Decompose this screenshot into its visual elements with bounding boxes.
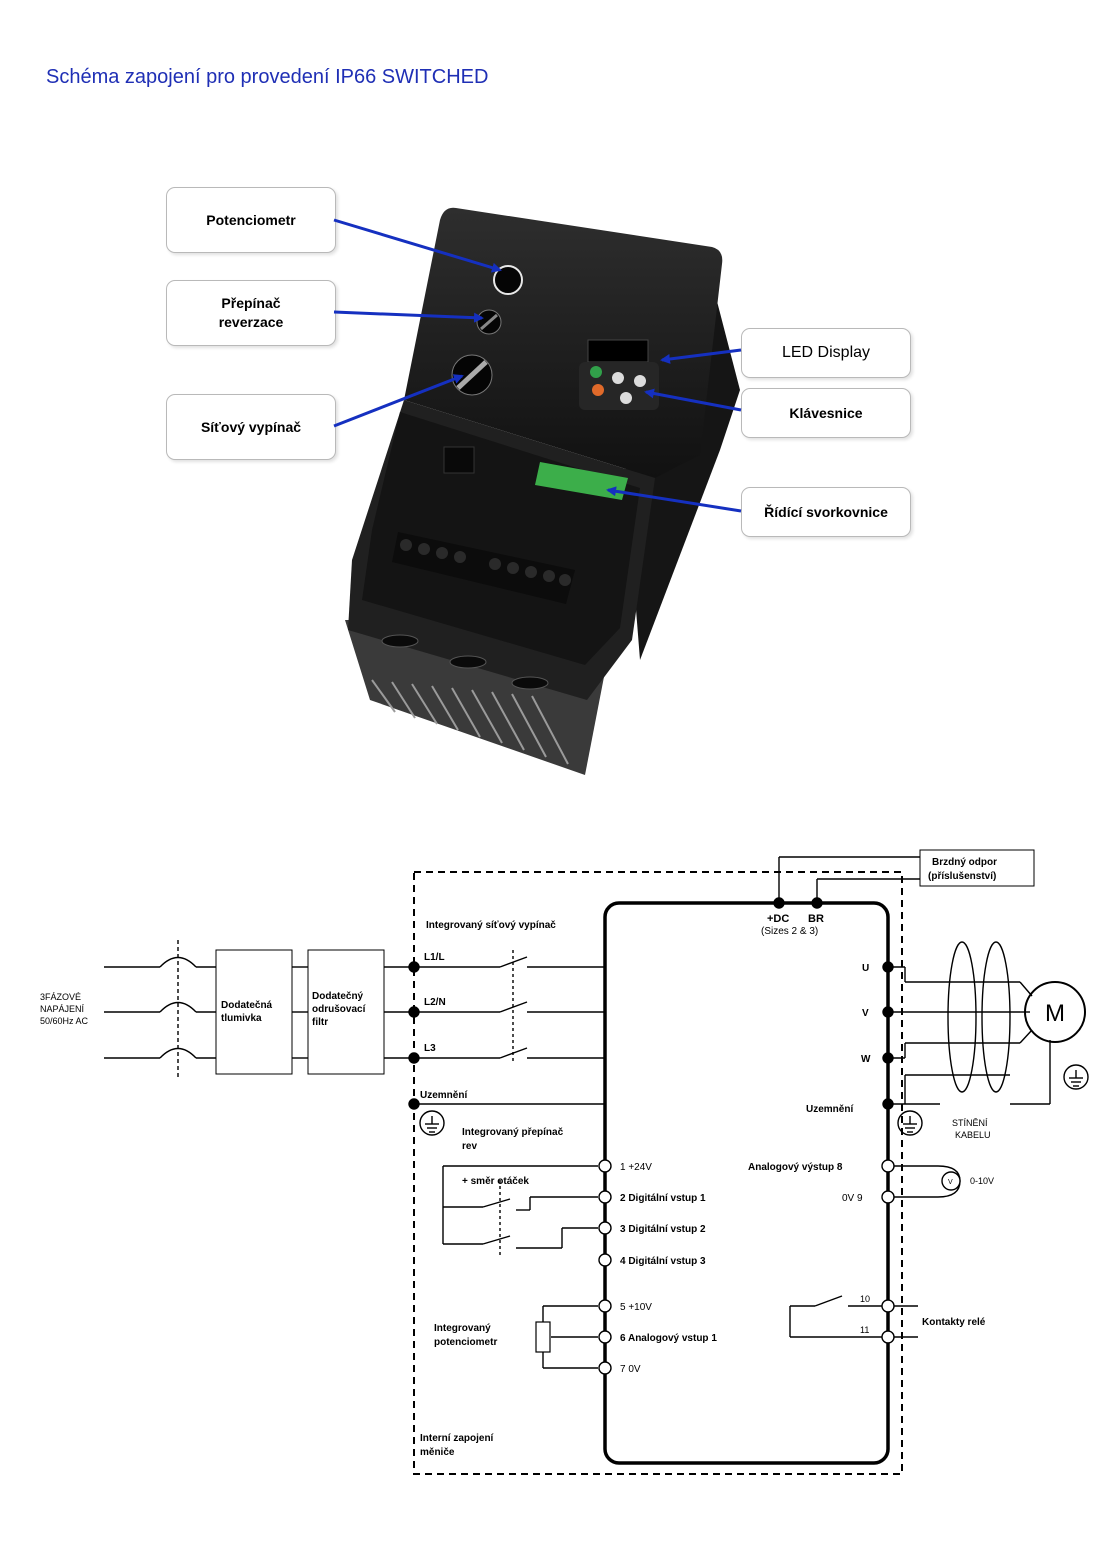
label-supply-1: 3FÁZOVÉ xyxy=(40,992,81,1002)
label-range: 0-10V xyxy=(970,1176,994,1186)
label-choke-1: Dodatečná xyxy=(221,1000,273,1011)
label-integrated-rev-2: rev xyxy=(462,1141,477,1152)
label-br: BR xyxy=(808,913,824,925)
label-supply-2: NAPÁJENÍ xyxy=(40,1004,85,1014)
label-v: V xyxy=(862,1008,869,1019)
power-terminals xyxy=(392,532,575,604)
label-t4: 4 Digitální vstup 3 xyxy=(620,1256,706,1267)
label-w: W xyxy=(861,1054,871,1065)
label-earth-left: Uzemnění xyxy=(420,1090,468,1101)
label-internal-1: Interní zapojení xyxy=(420,1433,495,1444)
label-brake-2: (příslušenství) xyxy=(928,871,996,882)
label-ov9: 0V 9 xyxy=(842,1193,863,1204)
callout-klavesnice: Klávesnice xyxy=(741,388,911,438)
label-shield-2: KABELU xyxy=(955,1130,991,1140)
motor-symbol xyxy=(1024,981,1086,1043)
label-t1: 1 +24V xyxy=(620,1162,652,1173)
label-analog-out: Analogový výstup 8 xyxy=(748,1162,843,1173)
label-l2: L2/N xyxy=(424,997,446,1008)
label-l1: L1/L xyxy=(424,952,445,963)
label-supply-3: 50/60Hz AC xyxy=(40,1016,89,1026)
label-dc-plus: +DC xyxy=(767,913,789,925)
label-integrated-pot-1: Integrovaný xyxy=(434,1323,491,1334)
label-brake-1: Brzdný odpor xyxy=(932,857,997,868)
potentiometer-knob xyxy=(493,265,523,295)
brake-resistor-box xyxy=(919,849,1035,887)
keypad xyxy=(579,362,659,410)
label-earth-right: Uzemnění xyxy=(806,1104,854,1115)
label-t6: 6 Analogový vstup 1 xyxy=(620,1333,717,1344)
internal-wiring-boundary xyxy=(413,871,903,1475)
schematic-labels: 3FÁZOVÉ NAPÁJENÍ 50/60Hz AC Dodatečná tl… xyxy=(40,857,1065,1458)
label-relay: Kontakty relé xyxy=(922,1317,986,1328)
label-t2: 2 Digitální vstup 1 xyxy=(620,1193,706,1204)
drive-body xyxy=(603,901,890,1465)
choke-box xyxy=(215,949,293,1075)
label-filter-1: Dodatečný xyxy=(312,991,364,1002)
label-l3: L3 xyxy=(424,1043,436,1054)
label-choke-2: tlumivka xyxy=(221,1013,262,1024)
label-t11: 11 xyxy=(860,1325,869,1335)
callout-led-display: LED Display xyxy=(741,328,911,378)
label-t3: 3 Digitální vstup 2 xyxy=(620,1224,706,1235)
label-filter-3: filtr xyxy=(312,1017,328,1028)
callout-arrows xyxy=(333,218,742,513)
label-integrated-switch: Integrovaný síťový vypínač xyxy=(426,920,556,931)
label-direction: + směr otáček xyxy=(462,1176,529,1187)
led-display-window xyxy=(587,339,649,363)
label-shield-1: STÍNĚNÍ xyxy=(952,1118,988,1128)
page-title: Schéma zapojení pro provedení IP66 SWITC… xyxy=(46,66,489,88)
label-integrated-rev-1: Integrovaný přepínač xyxy=(462,1127,564,1138)
wiring-schematic xyxy=(104,849,1089,1475)
inverter-illustration xyxy=(345,207,740,775)
label-t5: 5 +10V xyxy=(620,1302,652,1313)
callout-sitovy-vypinac: Síťový vypínač xyxy=(166,394,336,460)
control-terminal-block xyxy=(535,462,628,500)
callout-ridici-svorkovnice: Řídící svorkovnice xyxy=(741,487,911,537)
label-sizes: (Sizes 2 & 3) xyxy=(761,926,818,937)
label-t10: 10 xyxy=(860,1294,870,1304)
label-t7: 7 0V xyxy=(620,1364,641,1375)
label-voltmeter: V xyxy=(948,1179,953,1186)
label-motor: M xyxy=(1045,1000,1065,1027)
label-u: U xyxy=(862,963,869,974)
label-filter-2: odrušovací xyxy=(312,1004,367,1015)
label-integrated-pot-2: potenciometr xyxy=(434,1337,497,1348)
label-internal-2: měniče xyxy=(420,1447,455,1458)
